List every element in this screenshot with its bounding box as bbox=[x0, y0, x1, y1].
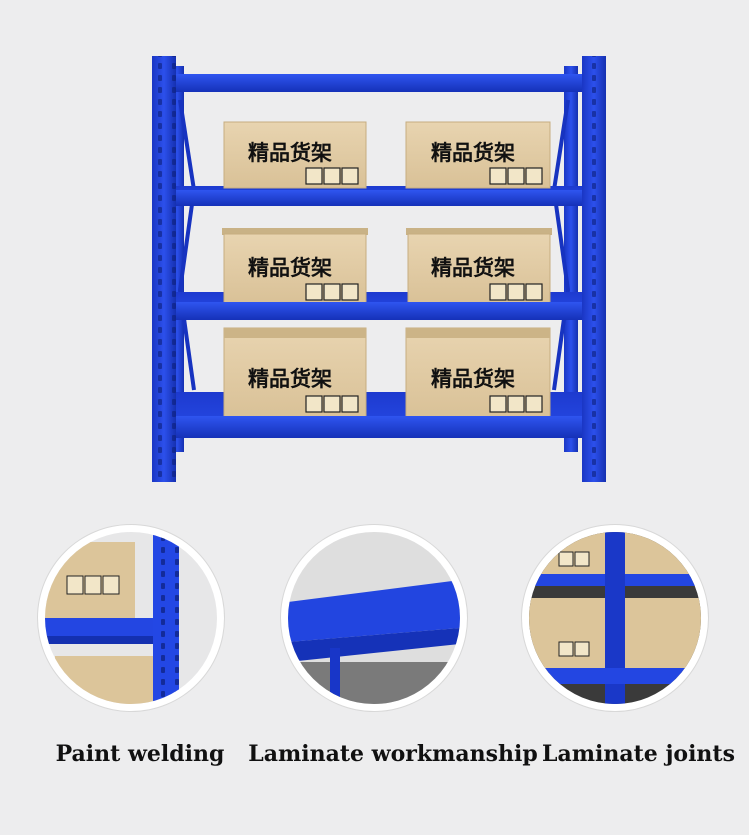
caption-paint-welding: Paint welding bbox=[55, 741, 225, 767]
shelving-unit-image: 精品货架 精品货架 精品货架 精品货架 精品货架 精品货架 bbox=[152, 56, 606, 482]
back-braces bbox=[177, 99, 571, 391]
front-beams bbox=[160, 74, 588, 438]
cardboard-box: 精品货架 bbox=[406, 228, 552, 305]
detail-laminate-joints bbox=[522, 525, 708, 711]
caption-laminate-joints: Laminate joints bbox=[542, 741, 735, 767]
detail-paint-welding bbox=[38, 525, 224, 711]
box-label: 精品货架 bbox=[248, 256, 332, 280]
box-label: 精品货架 bbox=[248, 367, 332, 391]
box-label: 精品货架 bbox=[248, 141, 332, 165]
handling-icons bbox=[305, 167, 543, 413]
box-label: 精品货架 bbox=[431, 367, 515, 391]
box-label: 精品货架 bbox=[431, 256, 515, 280]
caption-laminate-workmanship: Laminate workmanship bbox=[248, 741, 538, 767]
back-right-post bbox=[564, 66, 578, 452]
detail-laminate-workmanship bbox=[281, 525, 467, 711]
box-label: 精品货架 bbox=[431, 141, 515, 165]
